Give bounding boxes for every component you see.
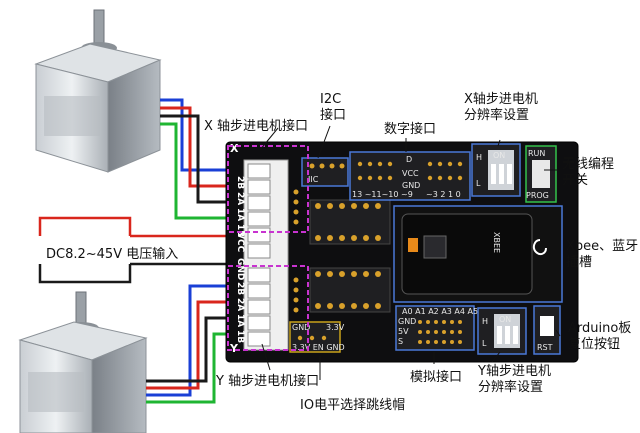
label-y-res-line2: 分辨率设置	[478, 379, 543, 395]
y-dip-levers	[497, 326, 518, 344]
prog-label: PROG	[526, 191, 549, 200]
run-label: RUN	[528, 149, 545, 158]
analog-pins	[418, 320, 462, 344]
digital-vcc-label: VCC	[402, 169, 419, 178]
dashed-highlights	[227, 145, 309, 351]
y-dip-h: H	[482, 317, 488, 326]
xbee-module	[401, 213, 533, 295]
terminal-block	[243, 159, 289, 351]
digital-numbers-left: 13 ~11~10 ~9	[352, 190, 413, 199]
digital-d-label: D	[406, 155, 412, 164]
x-dip-l: L	[476, 179, 481, 188]
xbee-logo-icon	[532, 239, 547, 256]
analog-row-s: S	[398, 337, 403, 346]
label-xbee-line1: Xbee、蓝牙	[566, 239, 638, 254]
label-i2c-line1: I2C	[320, 92, 341, 107]
x-pin-1a: 1A	[235, 208, 245, 221]
y-pin-1a: 1A	[235, 314, 245, 327]
label-i2c-line2: 接口	[320, 107, 346, 123]
y-pin-1b: 1B	[235, 330, 245, 343]
jumper-bottom-label: 3.3V EN GND	[292, 343, 345, 352]
y-stepper-motor	[18, 291, 148, 433]
xbee-chip	[423, 235, 447, 259]
y-axis-letter: Y	[229, 342, 239, 355]
y-port-highlight	[227, 265, 309, 351]
label-digital-port: 数字接口	[384, 121, 436, 137]
analog-row-gnd: GND	[398, 317, 416, 326]
label-dc-input: DC8.2~45V 电压输入	[46, 246, 178, 262]
rst-label: RST	[537, 343, 553, 352]
label-analog-port: 模拟接口	[410, 369, 462, 385]
x-motor-side	[107, 59, 161, 173]
x-dip-on: ON	[493, 151, 505, 160]
label-y-motor-port: Y 轴步进电机接口	[215, 373, 319, 389]
x-motor-band	[44, 96, 100, 136]
digital-gnd-label: GND	[402, 181, 420, 190]
digital-pins	[357, 161, 463, 181]
run-prog-switch	[532, 160, 550, 188]
pin-gnd: GND	[235, 258, 245, 280]
label-x-motor-port: X 轴步进电机接口	[204, 118, 308, 134]
x-axis-letter: X	[230, 142, 239, 155]
jumper-gnd-label: GND	[292, 323, 310, 332]
y-motor-side	[91, 337, 147, 433]
digital-numbers-right: ~3 2 1 0	[426, 190, 461, 199]
label-wireless-line1: 无线编程	[562, 157, 614, 172]
xbee-led	[408, 238, 418, 252]
driver-sockets	[309, 199, 391, 313]
y-motor-band	[28, 372, 84, 412]
y-dip-l: L	[482, 339, 487, 348]
x-pin-labels: 2B 2A 1A 1B	[235, 176, 245, 237]
x-dip-h: H	[476, 153, 482, 162]
label-wireless-line2: 开关	[562, 173, 588, 188]
analog-header-label: A0 A1 A2 A3 A4 A5	[402, 307, 478, 316]
jumper-33-label: 3.3V	[326, 323, 345, 332]
label-arduino-reset-line1: Arduino板	[568, 321, 631, 336]
x-dip-levers	[491, 164, 512, 184]
xbee-label: XBEE	[492, 232, 501, 253]
analog-row-5v: 5V	[398, 327, 409, 336]
y-dip-on: ON	[499, 315, 511, 324]
io-jumper-box	[289, 321, 341, 353]
io-header-pins	[293, 189, 299, 313]
power-pin-labels: VCC GND	[235, 232, 245, 280]
callout-lines	[259, 125, 561, 380]
label-arduino-reset-line2: 复位按钮	[568, 337, 620, 352]
x-port-highlight	[227, 145, 309, 233]
label-y-res-line1: Y轴步进电机	[477, 364, 551, 379]
y-pin-2a: 2A	[235, 298, 245, 311]
pin-vcc: VCC	[235, 232, 245, 253]
jumper-pins	[297, 335, 327, 341]
i2c-silkscreen: IIC	[308, 175, 319, 184]
label-xbee-line2: 插槽	[566, 255, 592, 270]
y-pin-labels: 2B 2A 1A 1B	[235, 282, 245, 343]
reset-button	[540, 316, 554, 336]
y-pin-2b: 2B	[235, 282, 245, 295]
label-x-res-line1: X轴步进电机	[464, 92, 538, 107]
x-motor-wires	[160, 98, 248, 220]
label-io-jumper: IO电平选择跳线帽	[300, 397, 405, 413]
i2c-pins	[309, 163, 345, 169]
x-stepper-motor	[34, 9, 162, 173]
i2c-box	[301, 157, 349, 187]
x-pin-1b: 1B	[235, 224, 245, 237]
x-pin-2b: 2B	[235, 176, 245, 189]
x-pin-2a: 2A	[235, 192, 245, 205]
label-x-res-line2: 分辨率设置	[464, 107, 529, 123]
